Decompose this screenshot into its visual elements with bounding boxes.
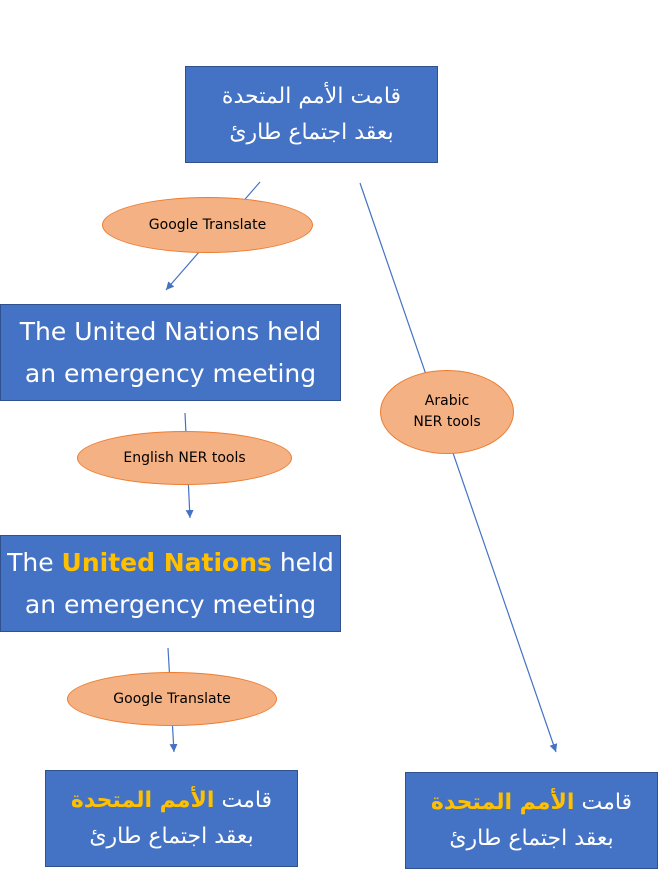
- tagged-line-1: The United Nations held: [7, 542, 334, 584]
- tagged-english-box: The United Nations held an emergency mee…: [0, 535, 341, 632]
- translated-english-box: The United Nations held an emergency mee…: [0, 304, 341, 401]
- arabic-ner-text-line-1: Arabic: [424, 393, 470, 409]
- result-left-prefix: قامت: [214, 787, 273, 813]
- result-left-line-2: بعقد اجتماع طارئ: [89, 823, 254, 849]
- result-left-line-1: قامت الأمم المتحدة: [71, 783, 272, 819]
- tagged-line-1-suffix: held: [271, 547, 334, 577]
- tagged-line-2: an emergency meeting: [24, 589, 317, 619]
- arabic-ner-text-line-2: NER tools: [413, 414, 481, 430]
- english-ner-text: English NER tools: [123, 449, 246, 466]
- source-line-2: بعقد اجتماع طارئ: [229, 119, 394, 145]
- result-arabic-ner-box: قامت الأمم المتحدة بعقد اجتماع طارئ: [405, 772, 658, 869]
- result-right-line-1: قامت الأمم المتحدة: [431, 785, 632, 821]
- source-line-1: قامت الأمم المتحدة: [221, 83, 402, 109]
- tagged-line-1-prefix: The: [7, 547, 62, 577]
- result-right-prefix: قامت: [574, 789, 633, 815]
- translated-line-1: The United Nations held: [19, 316, 322, 346]
- google-translate-label-bottom: Google Translate: [67, 672, 277, 726]
- arabic-ner-label: Arabic NER tools: [380, 370, 514, 454]
- translated-line-2: an emergency meeting: [24, 358, 317, 388]
- result-left-entity: الأمم المتحدة: [70, 787, 215, 813]
- english-ner-label: English NER tools: [77, 431, 292, 485]
- result-right-line-2: بعقد اجتماع طارئ: [449, 825, 614, 851]
- source-arabic-box: قامت الأمم المتحدة بعقد اجتماع طارئ: [185, 66, 438, 163]
- entity-united-nations: United Nations: [61, 547, 272, 577]
- result-translation-pipeline-box: قامت الأمم المتحدة بعقد اجتماع طارئ: [45, 770, 298, 867]
- google-translate-label-top: Google Translate: [102, 197, 313, 253]
- arrow-source-to-arabic-result: [359, 182, 558, 753]
- google-translate-bottom-text: Google Translate: [113, 690, 231, 707]
- result-right-entity: الأمم المتحدة: [430, 789, 575, 815]
- google-translate-top-text: Google Translate: [148, 216, 267, 233]
